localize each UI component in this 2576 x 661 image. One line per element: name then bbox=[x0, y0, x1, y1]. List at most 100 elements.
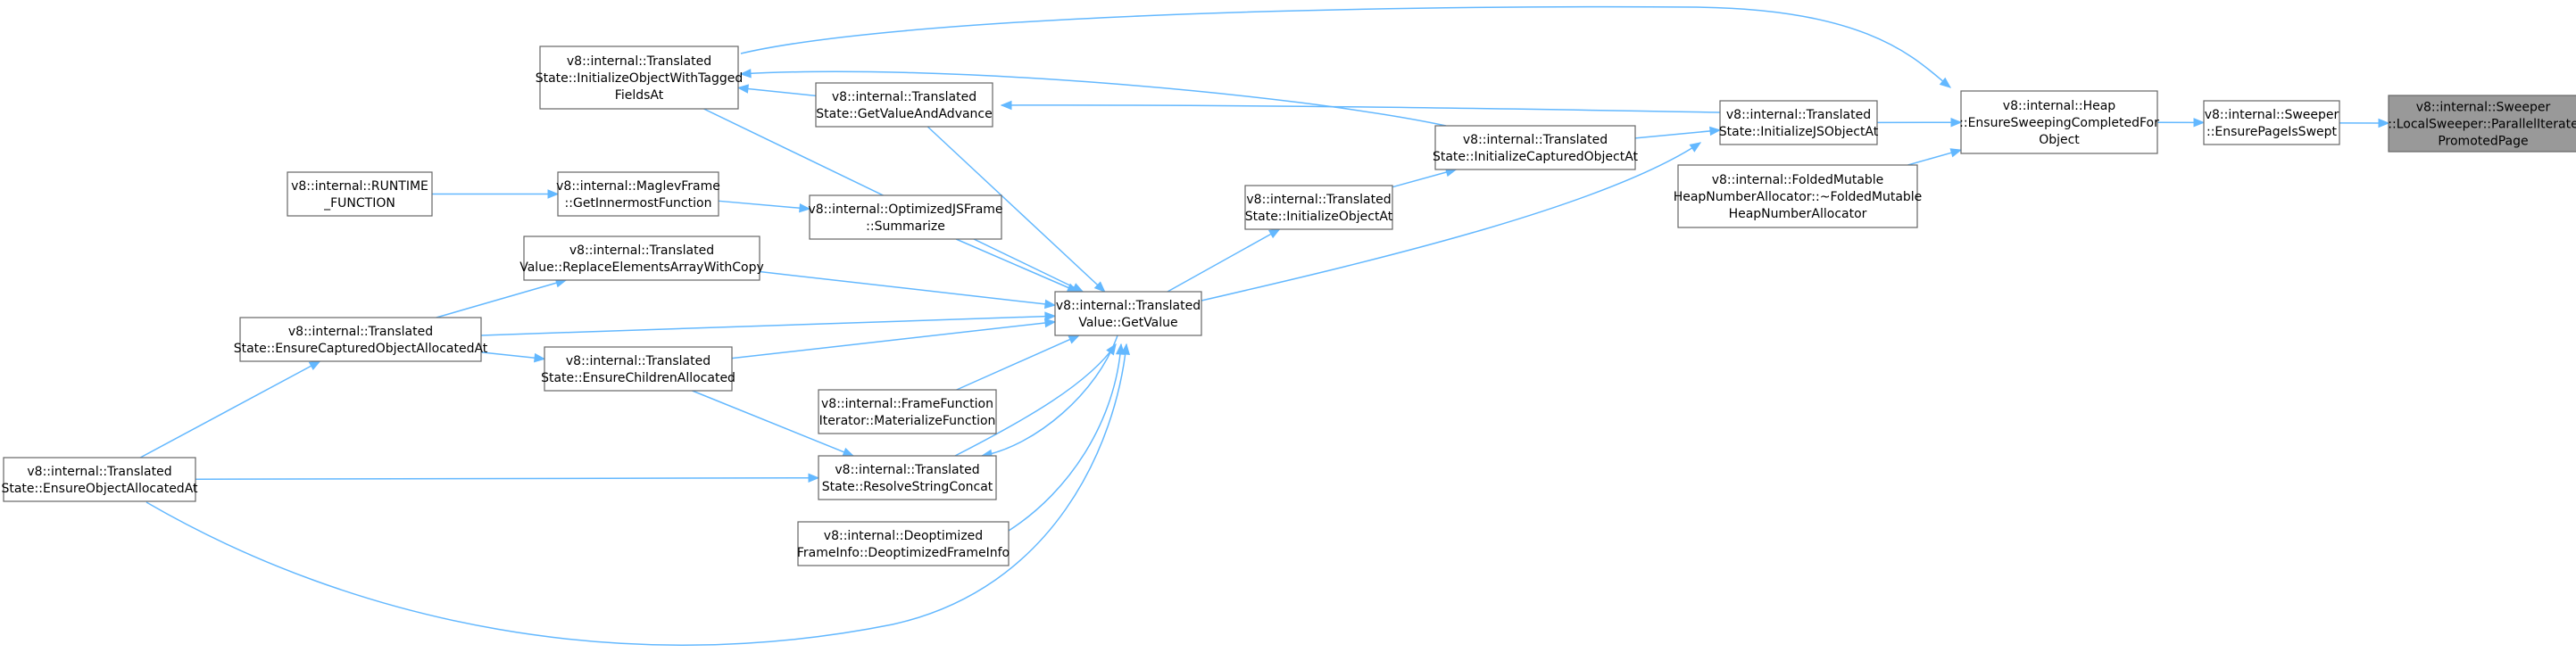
edge-line bbox=[692, 390, 854, 457]
edge-arrowhead bbox=[1000, 100, 1012, 111]
edge-line bbox=[480, 315, 1056, 336]
edge-line bbox=[731, 321, 1056, 359]
node-box bbox=[287, 171, 433, 217]
edge-arrowhead bbox=[2378, 118, 2390, 128]
edge-arrowhead bbox=[1949, 148, 1963, 158]
edge-line bbox=[1167, 228, 1280, 293]
node-label-line: v8::internal::Translated bbox=[1463, 133, 1608, 147]
edge-arrowhead bbox=[547, 189, 560, 199]
node-deoptimized-frame-info[interactable]: v8::internal::DeoptimizedFrameInfo::Deop… bbox=[797, 521, 1010, 566]
edge-line bbox=[737, 87, 817, 97]
node-box bbox=[3, 457, 196, 502]
node-maglev-frame-get-innermost-function[interactable]: v8::internal::MaglevFrame::GetInnermostF… bbox=[556, 171, 720, 217]
node-label-line: v8::internal::Translated bbox=[569, 244, 714, 258]
edge-n17-to-n10 bbox=[956, 335, 1081, 391]
node-label-line: State::GetValueAndAdvance bbox=[816, 107, 993, 121]
node-label-line: ::EnsurePageIsSwept bbox=[2206, 125, 2338, 139]
node-label-line: v8::internal::Translated bbox=[27, 465, 171, 479]
node-folded-mutable-heap-number-allocator[interactable]: v8::internal::FoldedMutableHeapNumberAll… bbox=[1674, 164, 1923, 228]
edge-n9-to-n10 bbox=[927, 126, 1106, 293]
node-label-line: ::Summarize bbox=[866, 219, 945, 234]
edge-line bbox=[740, 70, 1447, 127]
edge-n10-to-n18 bbox=[980, 335, 1118, 459]
node-label-line: v8::internal::Sweeper bbox=[2416, 101, 2551, 115]
node-label-line: v8::internal::Deoptimized bbox=[824, 529, 983, 543]
edge-arrowhead bbox=[1709, 126, 1722, 136]
node-box bbox=[544, 346, 733, 392]
node-ensure-children-allocated[interactable]: v8::internal::TranslatedState::EnsureChi… bbox=[541, 346, 735, 392]
edge-line bbox=[956, 335, 1080, 391]
node-frame-function-iterator-materialize[interactable]: v8::internal::FrameFunctionIterator::Mat… bbox=[818, 389, 997, 434]
node-label-line: State::ResolveStringConcat bbox=[822, 480, 993, 494]
node-box bbox=[239, 317, 482, 362]
node-label-line: Object bbox=[2039, 133, 2080, 147]
edge-arrowhead bbox=[1093, 281, 1106, 293]
edge-n8-to-n3 bbox=[740, 5, 1952, 88]
node-label-line: v8::internal::RUNTIME bbox=[291, 179, 428, 194]
node-layer: v8::internal::Sweeper::LocalSweeper::Par… bbox=[1, 45, 2576, 566]
node-label-line: v8::internal::MaglevFrame bbox=[556, 179, 720, 194]
edge-line bbox=[1634, 129, 1721, 139]
node-ensure-captured-object-allocated-at[interactable]: v8::internal::TranslatedState::EnsureCap… bbox=[234, 317, 488, 362]
node-label-line: State::InitializeJSObjectAt bbox=[1719, 125, 1879, 139]
node-box bbox=[1244, 185, 1393, 230]
node-initialize-js-object-at[interactable]: v8::internal::TranslatedState::Initializ… bbox=[1719, 100, 1879, 145]
node-label-line: v8::internal::Translated bbox=[835, 463, 979, 477]
edge-line bbox=[927, 126, 1106, 293]
node-label-line: State::InitializeCapturedObjectAt bbox=[1433, 150, 1639, 164]
edge-line bbox=[139, 360, 320, 459]
edge-n16-to-n10 bbox=[731, 318, 1057, 359]
node-label-line: FieldsAt bbox=[615, 88, 664, 103]
edge-n6-to-n4 bbox=[1634, 126, 1722, 139]
node-box bbox=[809, 194, 1002, 240]
node-initialize-object-with-tagged-fields-at[interactable]: v8::internal::TranslatedState::Initializ… bbox=[536, 45, 744, 110]
edge-n11-to-n12 bbox=[432, 189, 560, 199]
edge-n15-to-n16 bbox=[480, 351, 546, 363]
node-label-line: v8::internal::FrameFunction bbox=[821, 397, 993, 411]
node-label-line: v8::internal::Translated bbox=[832, 90, 976, 104]
edge-arrowhead bbox=[1043, 299, 1057, 310]
node-sweeper-ensure-page-is-swept[interactable]: v8::internal::Sweeper::EnsurePageIsSwept bbox=[2203, 100, 2340, 145]
node-heap-ensure-sweeping-completed[interactable]: v8::internal::Heap::EnsureSweepingComple… bbox=[1959, 90, 2159, 154]
node-box bbox=[1054, 291, 1202, 336]
node-label-line: State::EnsureChildrenAllocated bbox=[541, 371, 735, 385]
node-optimized-js-frame-summarize[interactable]: v8::internal::OptimizedJSFrame::Summariz… bbox=[808, 194, 1003, 240]
node-replace-elements-array-with-copy[interactable]: v8::internal::TranslatedValue::ReplaceEl… bbox=[519, 235, 764, 281]
edge-n5-to-n3 bbox=[1907, 148, 1963, 166]
edge-line bbox=[1001, 104, 1721, 113]
node-box bbox=[818, 389, 997, 434]
node-label-line: Value::ReplaceElementsArrayWithCopy bbox=[519, 260, 764, 275]
edge-arrowhead bbox=[1267, 228, 1281, 239]
edge-line bbox=[740, 5, 1951, 88]
node-label-line: HeapNumberAllocator::~FoldedMutable bbox=[1674, 190, 1923, 204]
node-box bbox=[2388, 95, 2576, 153]
edge-n10-to-n7 bbox=[1167, 228, 1281, 293]
edge-arrowhead bbox=[808, 473, 820, 483]
edge-arrowhead bbox=[739, 69, 752, 78]
node-sweeper-parallel-iterate[interactable]: v8::internal::Sweeper::LocalSweeper::Par… bbox=[2388, 95, 2576, 153]
node-label-line: v8::internal::Translated bbox=[1056, 299, 1201, 313]
node-box bbox=[818, 455, 997, 500]
node-label-line: State::InitializeObjectAt bbox=[1245, 210, 1393, 224]
edge-n10-to-n4 bbox=[1201, 142, 1702, 302]
node-initialize-captured-object-at[interactable]: v8::internal::TranslatedState::Initializ… bbox=[1433, 125, 1639, 170]
node-initialize-object-at[interactable]: v8::internal::TranslatedState::Initializ… bbox=[1244, 185, 1393, 230]
node-label-line: Value::GetValue bbox=[1078, 316, 1177, 330]
node-resolve-string-concat[interactable]: v8::internal::TranslatedState::ResolveSt… bbox=[818, 455, 997, 500]
edge-layer bbox=[139, 5, 2390, 646]
edge-arrowhead bbox=[2193, 118, 2206, 128]
node-box bbox=[1677, 164, 1918, 228]
node-get-value-and-advance[interactable]: v8::internal::TranslatedState::GetValueA… bbox=[815, 82, 993, 128]
node-label-line: ::EnsureSweepingCompletedFor bbox=[1959, 116, 2159, 130]
node-ensure-object-allocated-at[interactable]: v8::internal::TranslatedState::EnsureObj… bbox=[1, 457, 198, 502]
node-runtime-function[interactable]: v8::internal::RUNTIME_FUNCTION bbox=[287, 171, 433, 217]
node-label-line: State::EnsureCapturedObjectAllocatedAt bbox=[234, 342, 488, 356]
edge-line bbox=[759, 270, 1056, 306]
edge-line bbox=[480, 351, 545, 360]
edge-line bbox=[981, 335, 1118, 457]
node-label-line: ::GetInnermostFunction bbox=[565, 196, 712, 211]
edge-n9-to-n8 bbox=[736, 84, 817, 97]
edge-n12-to-n13 bbox=[718, 200, 811, 213]
node-box bbox=[797, 521, 1010, 566]
